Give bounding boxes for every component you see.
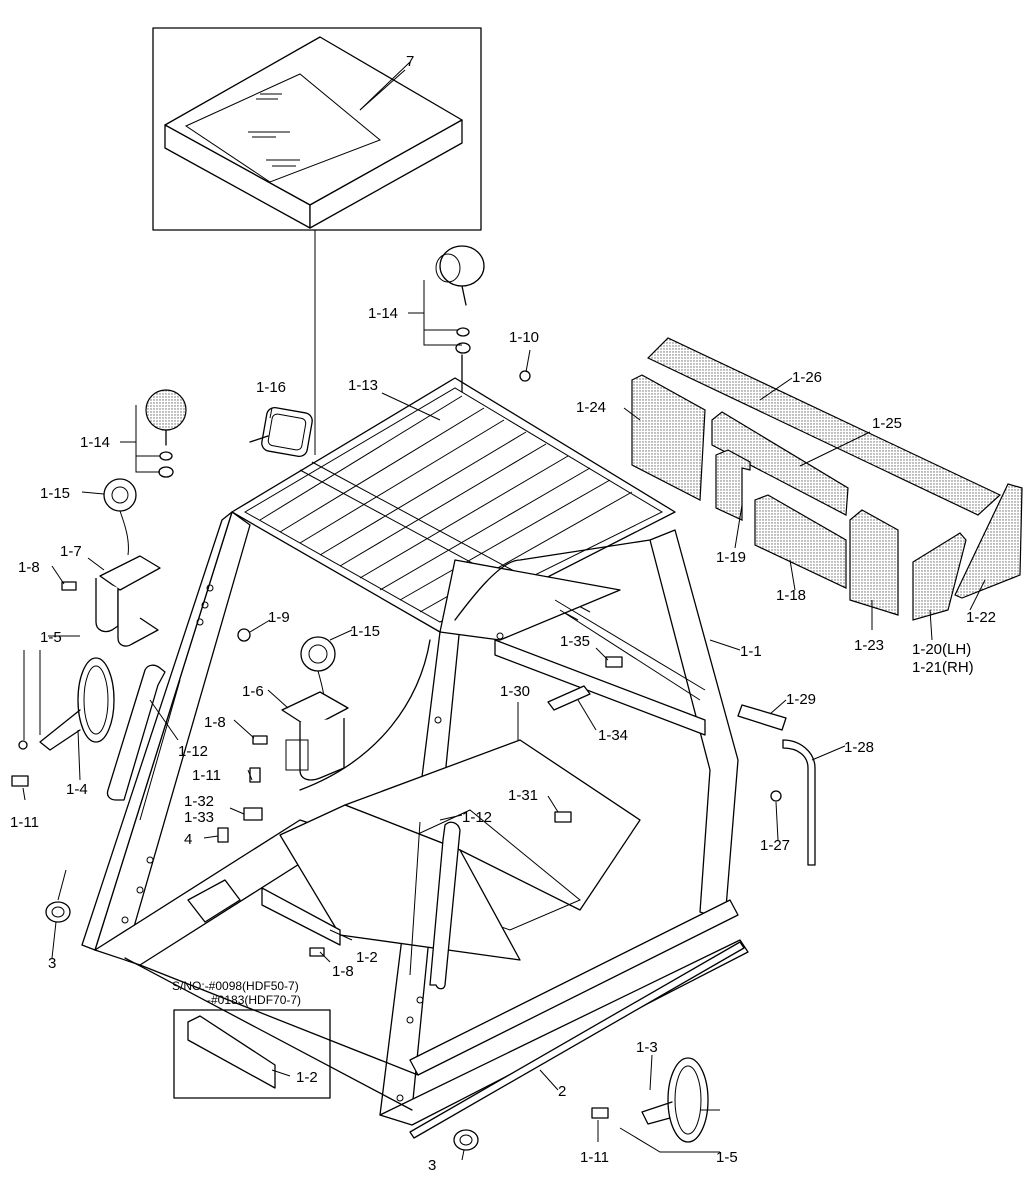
label-1-12-left: 1-12 bbox=[178, 743, 208, 760]
left-hand-grip bbox=[106, 664, 181, 821]
pad-1-22 bbox=[954, 483, 1023, 599]
work-lamp-left-lower bbox=[103, 478, 137, 556]
label-1-22: 1-22 bbox=[966, 609, 996, 626]
label-1-13: 1-13 bbox=[348, 377, 378, 394]
label-7: 7 bbox=[406, 53, 414, 70]
pad-1-23 bbox=[849, 509, 899, 616]
label-1-8-left: 1-8 bbox=[18, 559, 40, 576]
label-1-18: 1-18 bbox=[776, 587, 806, 604]
label-1-4: 1-4 bbox=[66, 781, 88, 798]
label-1-3: 1-3 bbox=[636, 1039, 658, 1056]
mirror-1-16 bbox=[249, 406, 313, 458]
label-1-19: 1-19 bbox=[716, 549, 746, 566]
label-1-1: 1-1 bbox=[740, 643, 762, 660]
label-1-30: 1-30 bbox=[500, 683, 530, 700]
pad-1-19 bbox=[715, 449, 751, 521]
right-hand-grip bbox=[409, 821, 461, 990]
label-1-25: 1-25 bbox=[872, 415, 902, 432]
label-1-28: 1-28 bbox=[844, 739, 874, 756]
label-3-left: 3 bbox=[48, 955, 56, 972]
serial-note-line2: -#0183(HDF70-7) bbox=[207, 993, 301, 1007]
label-1-11-left: 1-11 bbox=[10, 814, 39, 831]
mirror-left bbox=[18, 657, 115, 751]
pad-1-20 bbox=[912, 532, 967, 621]
lamp-bracket-1-6 bbox=[281, 691, 349, 781]
pad-1-18 bbox=[754, 494, 847, 589]
label-1-9: 1-9 bbox=[268, 609, 290, 626]
work-lamp-center bbox=[300, 636, 336, 713]
label-4: 4 bbox=[184, 831, 192, 848]
label-1-2-center: 1-2 bbox=[356, 949, 378, 966]
label-1-33: 1-33 bbox=[184, 809, 214, 826]
label-1-31: 1-31 bbox=[508, 787, 538, 804]
work-lamp-left-upper bbox=[145, 389, 187, 478]
label-1-23: 1-23 bbox=[854, 637, 884, 654]
serial-inset bbox=[173, 1009, 331, 1099]
label-1-2-inset: 1-2 bbox=[296, 1069, 318, 1086]
manual-inset-box bbox=[152, 27, 482, 455]
label-3-bottom: 3 bbox=[428, 1157, 436, 1174]
label-1-35: 1-35 bbox=[560, 633, 590, 650]
label-1-29: 1-29 bbox=[786, 691, 816, 708]
label-1-21-rh: 1-21(RH) bbox=[912, 659, 974, 676]
label-1-8-bottom: 1-8 bbox=[332, 963, 354, 980]
pad-1-24 bbox=[631, 374, 706, 501]
pad-1-26 bbox=[646, 337, 1002, 516]
label-1-12-right: 1-12 bbox=[462, 809, 492, 826]
label-1-5-left: 1-5 bbox=[40, 629, 62, 646]
hardware-items bbox=[11, 370, 816, 1151]
label-1-15-left: 1-15 bbox=[40, 485, 70, 502]
label-1-34: 1-34 bbox=[598, 727, 628, 744]
work-lamp-top bbox=[435, 245, 485, 393]
pad-1-25 bbox=[711, 411, 849, 516]
lamp-bracket-1-7 bbox=[95, 555, 161, 647]
label-1-32: 1-32 bbox=[184, 793, 214, 810]
overhead-guard-frame bbox=[81, 377, 749, 1126]
label-1-14-top: 1-14 bbox=[368, 305, 398, 322]
label-1-7: 1-7 bbox=[60, 543, 82, 560]
cushion-pads bbox=[631, 337, 1023, 621]
label-1-10: 1-10 bbox=[509, 329, 539, 346]
label-1-5-bottom: 1-5 bbox=[716, 1149, 738, 1166]
label-1-11-bottom: 1-11 bbox=[580, 1149, 609, 1166]
label-1-8-center: 1-8 bbox=[204, 714, 226, 731]
callout-labels: 7 1-14 1-10 1-13 1-16 1-14 1-15 1-7 1-8 … bbox=[10, 53, 996, 1174]
label-1-27: 1-27 bbox=[760, 837, 790, 854]
label-1-15-center: 1-15 bbox=[350, 623, 380, 640]
label-1-24: 1-24 bbox=[576, 399, 606, 416]
leader-lines bbox=[22, 69, 986, 1161]
serial-note-line1: S/NO:-#0098(HDF50-7) bbox=[172, 979, 299, 993]
label-1-16: 1-16 bbox=[256, 379, 286, 396]
mirror-right bbox=[641, 1057, 709, 1143]
label-2: 2 bbox=[558, 1083, 566, 1100]
label-1-14-left: 1-14 bbox=[80, 434, 110, 451]
label-1-26: 1-26 bbox=[792, 369, 822, 386]
label-1-20-lh: 1-20(LH) bbox=[912, 641, 971, 658]
label-1-11-center: 1-11 bbox=[192, 767, 221, 784]
label-1-6: 1-6 bbox=[242, 683, 264, 700]
